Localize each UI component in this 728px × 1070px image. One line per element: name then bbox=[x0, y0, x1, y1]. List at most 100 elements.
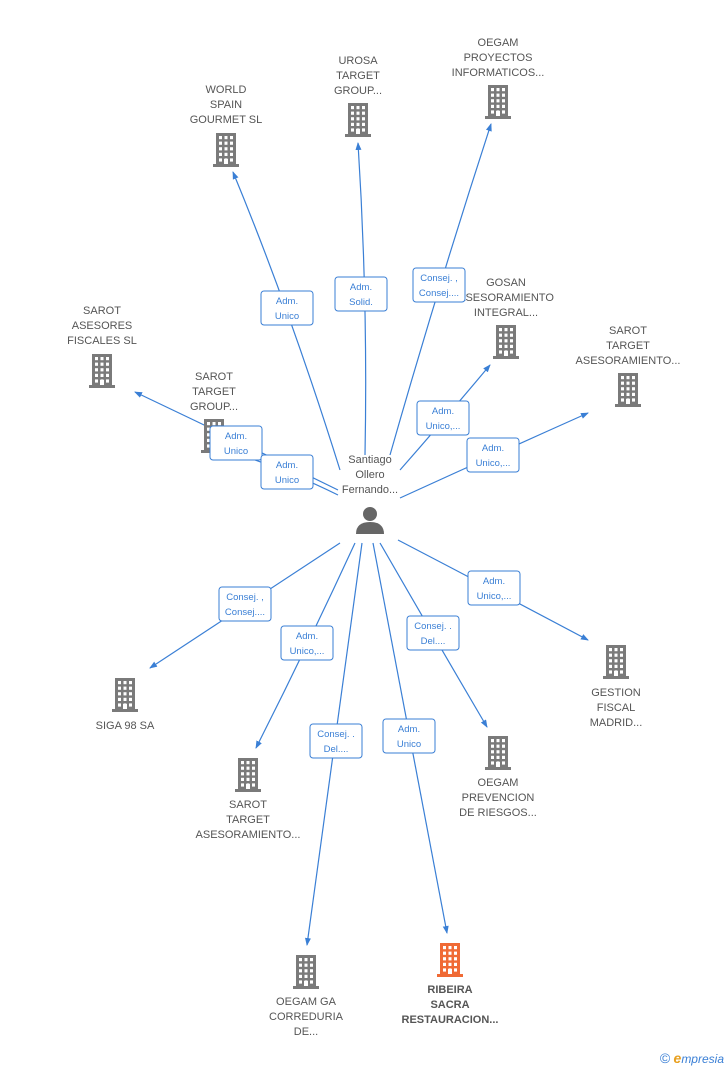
company-name-line-2: PROYECTOS bbox=[464, 52, 533, 64]
company-node-ribeira[interactable]: RIBEIRASACRARESTAURACION... bbox=[402, 943, 499, 1026]
role-text-line-2: Consej.... bbox=[419, 288, 459, 299]
company-node-gestion-fiscal[interactable]: GESTIONFISCALMADRID... bbox=[590, 645, 643, 729]
center-name-line-1: Santiago bbox=[348, 454, 391, 466]
role-badge-urosa[interactable]: Adm.Solid. bbox=[334, 276, 388, 312]
building-icon bbox=[345, 103, 371, 137]
role-text-line-1: Adm. bbox=[225, 431, 247, 442]
company-node-siga98[interactable]: SIGA 98 SA bbox=[96, 678, 155, 732]
copyright-symbol: © bbox=[659, 1050, 671, 1066]
company-name-line-2: ASESORES bbox=[72, 320, 133, 332]
building-icon bbox=[485, 85, 511, 119]
company-name-line-3: RESTAURACION... bbox=[402, 1014, 499, 1026]
role-text-line-1: Consej. , bbox=[226, 592, 264, 603]
building-icon bbox=[89, 354, 115, 388]
company-name-line-2: TARGET bbox=[606, 340, 650, 352]
company-name-line-1: SIGA 98 SA bbox=[96, 720, 155, 732]
role-badge-oegam-ga[interactable]: Consej. . Del.... bbox=[309, 723, 363, 759]
empresia-watermark[interactable]: © empresia bbox=[660, 1050, 724, 1066]
company-node-sarot-asesores[interactable]: SAROT ASESORES FISCALES SL bbox=[67, 305, 137, 388]
company-node-gosan[interactable]: GOSAN ASESORAMIENTO INTEGRAL... bbox=[458, 277, 554, 359]
company-name-line-1: GESTION bbox=[591, 687, 641, 699]
role-badge-sarot-target-bottom[interactable]: Adm. Unico,... bbox=[280, 625, 334, 661]
company-node-urosa[interactable]: UROSA TARGET GROUP... bbox=[334, 55, 382, 137]
role-badge-box bbox=[406, 615, 460, 651]
company-name-line-3: DE RIESGOS... bbox=[459, 807, 537, 819]
center-name-line-3: Fernando... bbox=[342, 484, 398, 496]
role-text-line-1: Consej. . bbox=[317, 729, 355, 740]
company-node-sarot-target-bottom[interactable]: SAROT TARGET ASESORAMIENTO... bbox=[196, 758, 301, 841]
building-icon bbox=[485, 736, 511, 770]
company-name-line-1: SAROT bbox=[229, 799, 267, 811]
building-icon bbox=[603, 645, 629, 679]
role-text-line-1: Adm. bbox=[276, 460, 298, 471]
role-badge-gosan[interactable]: Adm.Unico,... bbox=[416, 400, 470, 436]
company-name-line-1: SAROT bbox=[83, 305, 121, 317]
role-badge-box bbox=[309, 723, 363, 759]
company-name-line-3: ASESORAMIENTO... bbox=[576, 355, 681, 367]
company-name-line-3: MADRID... bbox=[590, 717, 643, 729]
building-icon bbox=[293, 955, 319, 989]
company-name-line-1: WORLD bbox=[206, 84, 247, 96]
role-badge-oegam-proyectos[interactable]: Consej. ,Consej.... bbox=[412, 267, 466, 303]
role-text-line-1: Adm. bbox=[483, 576, 505, 587]
company-name-line-2: ASESORAMIENTO bbox=[458, 292, 554, 304]
building-icon bbox=[437, 943, 463, 977]
role-text-line-2: Unico bbox=[397, 739, 421, 750]
role-badge-box bbox=[280, 625, 334, 661]
company-name-line-3: GROUP... bbox=[334, 85, 382, 97]
role-badge-ribeira[interactable]: Adm. Unico bbox=[382, 718, 436, 754]
role-text-line-2: Unico bbox=[224, 446, 248, 457]
company-name-line-2: TARGET bbox=[226, 814, 270, 826]
building-icon bbox=[493, 325, 519, 359]
role-text-line-2: Unico bbox=[275, 475, 299, 486]
company-node-oegam-ga[interactable]: OEGAM GACORREDURIADE... bbox=[269, 955, 344, 1038]
company-node-oegam-proyectos[interactable]: OEGAM PROYECTOS INFORMATICOS... bbox=[452, 37, 545, 119]
role-text-line-2: Solid. bbox=[349, 297, 373, 308]
role-badge-box bbox=[209, 425, 263, 461]
company-name-line-3: INTEGRAL... bbox=[474, 307, 538, 319]
role-badge-box bbox=[218, 586, 272, 622]
role-text-line-2: Consej.... bbox=[225, 607, 265, 618]
company-name-line-1: UROSA bbox=[338, 55, 378, 67]
center-person-node[interactable]: SantiagoOlleroFernando... bbox=[342, 454, 398, 534]
building-icon bbox=[615, 373, 641, 407]
role-badge-sarot-target-right[interactable]: Adm. Unico,... bbox=[466, 437, 520, 473]
company-name-line-1: SAROT bbox=[195, 371, 233, 383]
role-badge-sarot-target-group[interactable]: Adm. Unico bbox=[260, 454, 314, 490]
company-name-line-1: GOSAN bbox=[486, 277, 526, 289]
company-name-line-2: SACRA bbox=[430, 999, 469, 1011]
role-text-line-1: Adm. bbox=[398, 724, 420, 735]
company-name-line-3: FISCALES SL bbox=[67, 335, 137, 347]
company-node-world-spain[interactable]: WORLD SPAIN GOURMET SL bbox=[190, 84, 263, 167]
role-text-line-2: Del.... bbox=[421, 636, 446, 647]
role-text-line-1: Adm. bbox=[296, 631, 318, 642]
company-name-line-2: TARGET bbox=[192, 386, 236, 398]
role-badge-box bbox=[467, 570, 521, 606]
company-name-line-2: TARGET bbox=[336, 70, 380, 82]
role-text-line-1: Adm. bbox=[276, 296, 298, 307]
role-badge-box bbox=[382, 718, 436, 754]
company-node-sarot-target-right[interactable]: SAROTTARGETASESORAMIENTO... bbox=[576, 325, 681, 407]
role-text-line-2: Unico,... bbox=[476, 458, 511, 469]
brand-initial: e bbox=[673, 1050, 682, 1066]
role-text-line-1: Adm. bbox=[482, 443, 504, 454]
role-text-line-2: Unico,... bbox=[290, 646, 325, 657]
role-badge-siga98[interactable]: Consej. , Consej.... bbox=[218, 586, 272, 622]
center-name-line-2: Ollero bbox=[355, 469, 384, 481]
role-text-line-2: Del.... bbox=[324, 744, 349, 755]
role-badge-gestion-fiscal[interactable]: Adm.Unico,... bbox=[467, 570, 521, 606]
role-badge-sarot-asesores[interactable]: Adm. Unico bbox=[209, 425, 263, 461]
role-badge-oegam-prevencion[interactable]: Consej. .Del.... bbox=[406, 615, 460, 651]
company-name-line-3: ASESORAMIENTO... bbox=[196, 829, 301, 841]
company-name-line-2: CORREDURIA bbox=[269, 1011, 344, 1023]
company-name-line-3: INFORMATICOS... bbox=[452, 67, 545, 79]
company-name-line-3: GOURMET SL bbox=[190, 114, 263, 126]
role-badge-world-spain[interactable]: Adm.Unico bbox=[260, 290, 314, 326]
company-name-line-1: OEGAM bbox=[478, 37, 519, 49]
company-name-line-2: SPAIN bbox=[210, 99, 242, 111]
role-badge-box bbox=[334, 276, 388, 312]
company-name-line-3: DE... bbox=[294, 1026, 318, 1038]
